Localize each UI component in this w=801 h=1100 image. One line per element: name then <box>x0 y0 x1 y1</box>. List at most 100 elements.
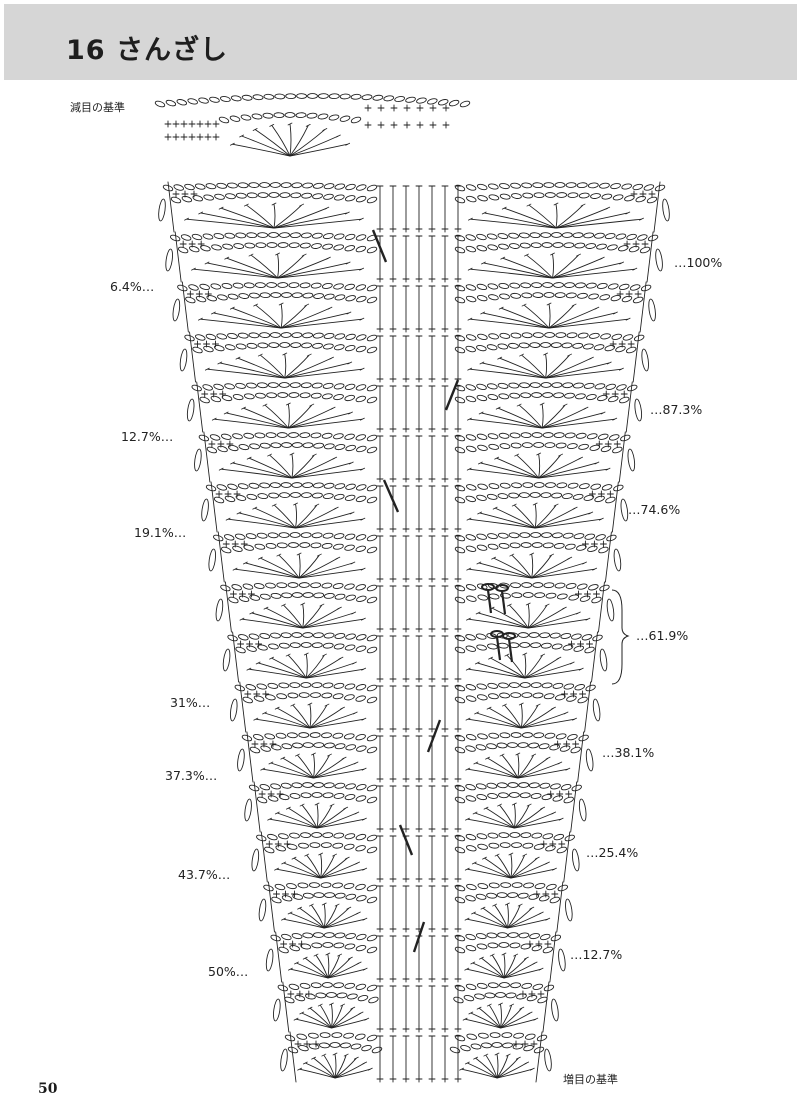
chain-stitch <box>344 583 355 590</box>
chain-stitch <box>265 432 277 439</box>
treble-stitch <box>263 606 269 610</box>
treble-stitch <box>304 303 310 307</box>
treble-stitch <box>271 503 277 507</box>
treble-stitch <box>323 904 338 929</box>
edge-stitch <box>232 631 240 683</box>
chain-stitch <box>210 395 222 403</box>
treble-stitch <box>588 511 594 515</box>
chain-stitch <box>518 342 530 349</box>
chain-stitch <box>221 282 233 289</box>
chain-stitch <box>476 694 488 701</box>
chain-stitch <box>475 633 487 640</box>
treble-stitch <box>364 1017 370 1021</box>
treble-stitch <box>514 807 543 829</box>
chain-stitch <box>366 396 378 404</box>
treble-stitch <box>241 406 246 410</box>
treble-stitch <box>466 968 505 979</box>
edge-stitch <box>556 881 564 933</box>
chain-stitch <box>578 192 590 199</box>
chain-stitch <box>280 482 292 488</box>
treble-stitch <box>531 554 552 579</box>
treble-stitch <box>327 968 366 979</box>
treble-stitch <box>492 903 498 907</box>
treble-stitch <box>529 552 535 556</box>
chain-stitch <box>498 542 510 549</box>
treble-stitch <box>507 907 533 929</box>
treble-stitch <box>274 867 280 871</box>
chain-stitch <box>263 93 275 100</box>
treble-stitch <box>264 712 311 729</box>
chain-stitch <box>311 792 323 798</box>
chain-stitch <box>641 348 649 372</box>
decrease-marker <box>371 229 388 263</box>
treble-stitch <box>567 353 572 357</box>
chain-stitch <box>564 282 575 288</box>
treble-stitch <box>509 553 515 557</box>
chain-stitch <box>497 532 509 539</box>
chain-stitch <box>355 184 367 191</box>
treble-stitch <box>536 452 542 456</box>
chain-stitch <box>321 282 333 289</box>
chain-stitch <box>476 943 488 950</box>
treble-stitch <box>334 1054 347 1079</box>
treble-stitch <box>475 1057 498 1079</box>
chain-stitch <box>476 533 487 540</box>
chain-stitch <box>345 333 356 341</box>
chain-stitch <box>599 182 610 189</box>
treble-stitch <box>206 262 278 279</box>
chain-stitch <box>312 632 324 639</box>
treble-stitch <box>550 252 555 256</box>
chain-stitch <box>489 1032 501 1038</box>
chain-stitch <box>366 946 378 954</box>
chain-stitch <box>556 192 568 198</box>
treble-stitch <box>539 402 545 406</box>
treble-stitch <box>229 306 235 310</box>
chain-stitch <box>186 398 195 422</box>
chain-stitch <box>520 392 532 399</box>
treble-stitch <box>514 812 554 829</box>
treble-stitch <box>545 368 622 379</box>
chain-stitch <box>465 334 477 341</box>
chain-stitch <box>264 846 275 854</box>
chain-stitch <box>366 646 378 654</box>
chain-stitch <box>294 994 306 1002</box>
chain-stitch <box>347 993 358 1000</box>
chain-stitch <box>302 482 314 489</box>
chain-stitch <box>366 446 378 454</box>
treble-stitch <box>488 656 494 660</box>
chain-stitch <box>278 532 290 538</box>
treble-stitch <box>265 607 303 629</box>
treble-stitch <box>307 1006 313 1010</box>
treble-stitch <box>464 967 470 971</box>
chain-stitch <box>300 642 312 648</box>
treble-stitch <box>242 561 248 565</box>
chain-stitch <box>355 334 367 341</box>
treble-stitch <box>291 457 335 479</box>
edge-stitch <box>646 231 654 283</box>
chain-stitch <box>465 534 477 541</box>
chain-stitch <box>288 392 300 398</box>
treble-stitch <box>503 962 536 979</box>
treble-stitch <box>474 812 515 829</box>
chain-stitch <box>553 392 564 399</box>
chain-stitch <box>290 492 301 498</box>
treble-stitch <box>585 617 591 621</box>
treble-stitch <box>496 854 512 879</box>
chain-stitch <box>454 684 466 692</box>
treble-stitch <box>332 1052 338 1056</box>
chain-stitch <box>513 1032 524 1039</box>
treble-stitch <box>546 302 552 306</box>
chain-stitch <box>465 445 477 453</box>
chain-stitch <box>508 792 520 798</box>
treble-stitch <box>466 517 472 521</box>
chain-stitch <box>249 292 260 299</box>
chain-stitch <box>571 633 582 640</box>
chain-stitch <box>583 382 595 389</box>
treble-stitch <box>561 606 567 610</box>
treble-stitch <box>497 803 502 807</box>
treble-stitch <box>290 968 328 979</box>
chain-stitch <box>290 342 302 348</box>
chain-stitch <box>477 843 488 850</box>
treble-stitch <box>295 503 297 529</box>
treble-stitch <box>500 1004 513 1029</box>
